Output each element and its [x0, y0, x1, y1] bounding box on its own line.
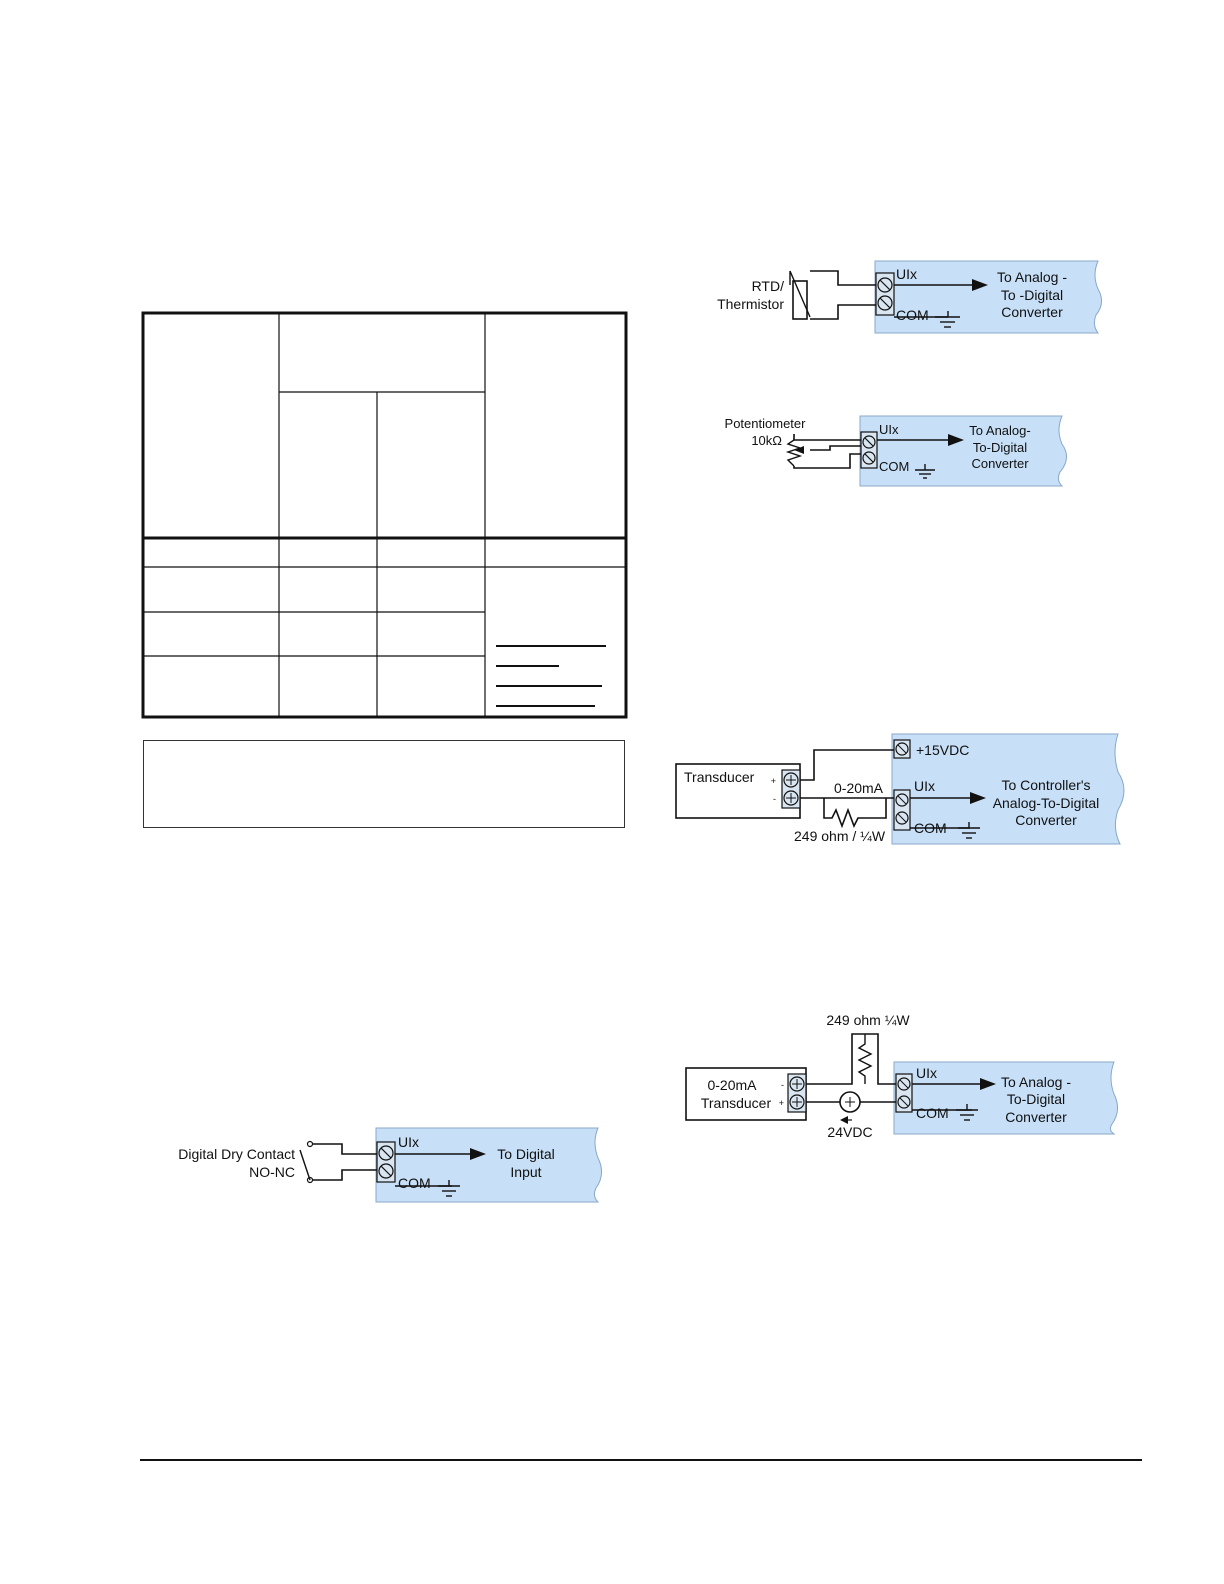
resistor-label: 249 ohm / ¼W [794, 828, 886, 844]
transducer-label: Transducer [684, 769, 755, 785]
dest-line3: Converter [1001, 304, 1063, 320]
transducer-24vdc-wiring-diagram: 0-20mA Transducer - + 249 ohm ¼W 24VDC U… [685, 1012, 1118, 1140]
uix-label: UIx [879, 422, 899, 437]
rtd-label: RTD/ [752, 278, 785, 294]
uix-label: UIx [914, 778, 935, 794]
current-label: 0-20mA [834, 780, 884, 796]
dest-line1: To Analog - [997, 269, 1067, 285]
uix-label: UIx [896, 266, 917, 282]
com-label: COM [398, 1175, 431, 1191]
dest-line2: Input [510, 1164, 541, 1180]
device-line2: Transducer [701, 1095, 772, 1111]
plus-label: + [779, 1098, 784, 1108]
rtd-wiring-diagram: RTD/ Thermistor UIx COM To Analog - To -… [717, 260, 1102, 334]
transducer-15vdc-wiring-diagram: Transducer + - +15VDC 0-20mA 249 ohm / ¼… [675, 733, 1125, 845]
dest-line3: Converter [1005, 1109, 1067, 1125]
dest-line1: To Controller's [1001, 777, 1090, 793]
thermistor-label: Thermistor [717, 296, 784, 312]
resistor-label: 249 ohm ¼W [826, 1012, 910, 1028]
footer-rule [140, 1459, 1142, 1461]
plus-label: + [771, 776, 776, 786]
supply-label: +15VDC [916, 742, 969, 758]
dest-line3: Converter [1015, 812, 1077, 828]
dry-contact-label: Digital Dry Contact [178, 1146, 295, 1162]
device-line1: 0-20mA [707, 1077, 757, 1093]
dest-line2: To-Digital [1007, 1091, 1065, 1107]
pot-label: Potentiometer [725, 416, 807, 431]
note-box [143, 740, 625, 828]
dest-line1: To Analog- [969, 423, 1030, 438]
no-nc-label: NO-NC [249, 1164, 295, 1180]
dest-line2: Analog-To-Digital [993, 795, 1100, 811]
dry-contact-wiring-diagram: Digital Dry Contact NO-NC UIx COM To Dig… [178, 1127, 602, 1203]
com-label: COM [879, 459, 909, 474]
uix-label: UIx [916, 1065, 937, 1081]
com-label: COM [914, 820, 947, 836]
dest-line1: To Digital [497, 1146, 555, 1162]
potentiometer-wiring-diagram: Potentiometer 10kΩ UIx COM To Analog- To… [725, 415, 1067, 487]
uix-label: UIx [398, 1134, 419, 1150]
minus-label: - [773, 794, 776, 804]
dest-line1: To Analog - [1001, 1074, 1071, 1090]
minus-label: - [781, 1080, 784, 1090]
supply-label: 24VDC [827, 1124, 872, 1140]
dest-line2: To-Digital [973, 440, 1027, 455]
dest-line3: Converter [971, 456, 1029, 471]
pot-value-label: 10kΩ [751, 433, 782, 448]
com-label: COM [896, 307, 929, 323]
com-label: COM [916, 1105, 949, 1121]
dest-line2: To -Digital [1001, 287, 1063, 303]
